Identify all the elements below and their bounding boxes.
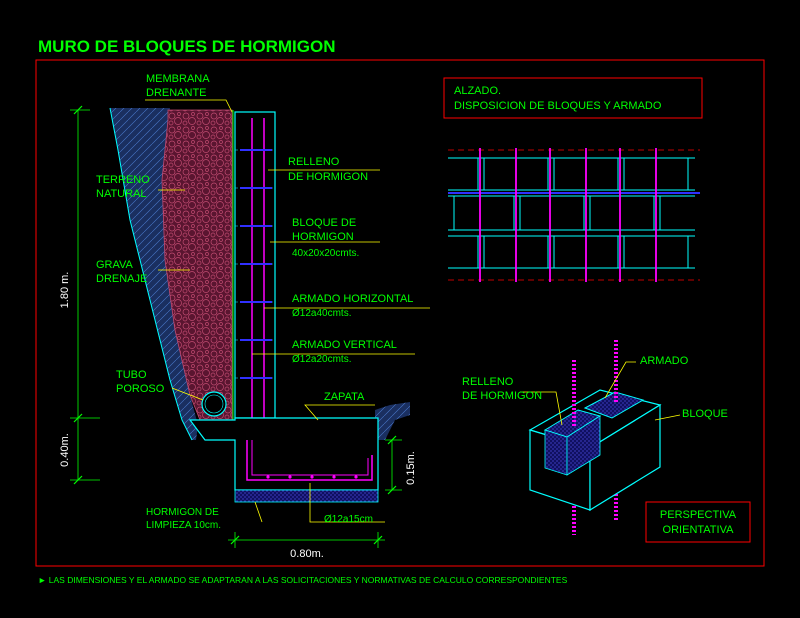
dim-footing-width: 0.80m. [290,548,324,560]
label-terreno: TERRENO [96,174,150,186]
porous-pipe [201,391,227,417]
persp-label-armado: ARMADO [640,355,689,367]
label-armado-vertical-spec: Ø12a20cmts. [292,354,351,365]
label-relleno: RELLENO [288,156,340,168]
cleaning-concrete [234,489,379,503]
label-poroso: POROSO [116,383,165,395]
section-leaders [145,99,430,523]
soil-edge [109,107,193,441]
label-grava: GRAVA [96,259,134,271]
alzado-title-box [443,77,703,119]
right-ground [375,402,410,440]
section-labels: MEMBRANA DRENANTE TERRENO NATURAL GRAVA … [96,73,413,531]
label-natural: NATURAL [96,188,147,200]
perspective-labels: RELLENO DE HORMIGON ARMADO BLOQUE [462,355,728,420]
label-de-hormigon: DE HORMIGON [288,171,368,183]
persp-label-relleno: RELLENO [462,376,514,388]
label-zapata: ZAPATA [324,391,365,403]
dim-wall-height: 1.80 m. [59,272,71,309]
label-armado-horizontal-spec: Ø12a40cmts. [292,308,351,319]
footing-rebar-top [251,440,369,476]
dim-footing-height: 0.40m. [59,433,71,467]
label-drenante: DRENANTE [146,87,207,99]
label-armado-horizontal: ARMADO HORIZONTAL [292,293,413,305]
alzado-elevation [448,148,700,282]
horizontal-rebars [240,149,272,379]
drawing-frame [35,59,765,567]
block-perspective [528,340,662,535]
label-drenaje: DRENAJE [96,273,147,285]
perspective-leaders [520,361,681,426]
footnote: ► LAS DIMENSIONES Y EL ARMADO SE ADAPTAR… [38,575,568,585]
perspective-note-line1: PERSPECTIVA [660,509,737,521]
label-limpieza: LIMPIEZA 10cm. [146,520,221,531]
persp-label-de-hormigon: DE HORMIGON [462,390,542,402]
footing-rebar-dots [266,475,358,479]
label-zapata-armado: Ø12a15cm [324,514,373,525]
label-bloque: BLOQUE DE [292,217,356,229]
gravel-drain [161,109,233,421]
label-bloque-size: 40x20x20cmts. [292,248,359,259]
label-armado-vertical: ARMADO VERTICAL [292,339,397,351]
perspective-note-line2: ORIENTATIVA [663,524,735,536]
persp-label-bloque: BLOQUE [682,408,728,420]
alzado-subtitle: DISPOSICION DE BLOQUES Y ARMADO [454,100,662,112]
label-bloque-hormigon: HORMIGON [292,231,354,243]
dim-footing-depth: 0.15m. [405,451,417,485]
footing-rebar-bottom [246,440,373,481]
label-tubo: TUBO [116,369,147,381]
label-membrana: MEMBRANA [146,73,210,85]
footing [188,417,379,491]
natural-soil [110,108,198,440]
drawing-title: MURO DE BLOQUES DE HORMIGON [38,37,336,56]
dimension-ticks [73,105,397,545]
porous-pipe-inner [204,394,224,414]
alzado-title: ALZADO. [454,85,501,97]
perspective-note-box [645,501,751,543]
label-hormigon-de: HORMIGON DE [146,507,219,518]
